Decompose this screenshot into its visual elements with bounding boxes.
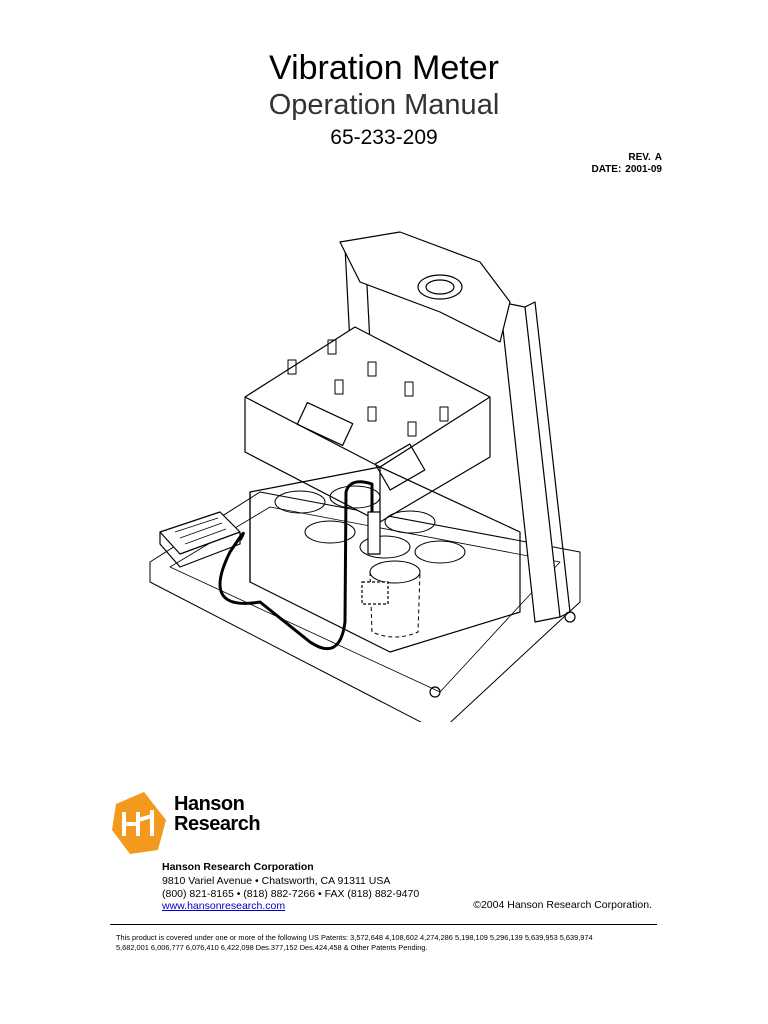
document-number: 65-233-209: [330, 126, 438, 149]
date-label: DATE:: [591, 164, 622, 175]
document-subtitle: Operation Manual: [268, 89, 500, 121]
footer-divider: [110, 924, 657, 925]
revision-value: A: [654, 152, 662, 163]
revision-line: REV.A: [628, 152, 662, 163]
company-name: Hanson Research Corporation: [162, 861, 314, 873]
revision-label: REV.: [628, 152, 651, 163]
copyright-notice: ©2004 Hanson Research Corporation.: [473, 899, 652, 911]
date-line: DATE:2001-09: [591, 164, 662, 175]
date-value: 2001-09: [625, 164, 662, 175]
logo-wordmark-line2: Research: [174, 813, 261, 835]
company-phones: (800) 821-8165 • (818) 882-7266 • FAX (8…: [162, 888, 420, 900]
logo-wordmark: Hanson Research: [174, 793, 261, 835]
company-address: 9810 Variel Avenue • Chatsworth, CA 9131…: [162, 875, 391, 887]
dissolution-tester-illustration: [149, 231, 581, 722]
logo-wordmark-line1: Hanson: [174, 793, 245, 815]
patent-line-2: 5,682,001 6,006,777 6,076,410 6,422,098 …: [116, 943, 428, 952]
document-title: Vibration Meter: [269, 49, 499, 87]
patent-notice: This product is covered under one or mor…: [116, 933, 656, 953]
website-link[interactable]: www.hansonresearch.com: [162, 900, 286, 912]
hanson-research-logo: [112, 792, 166, 854]
patent-line-1: This product is covered under one or mor…: [116, 933, 593, 942]
